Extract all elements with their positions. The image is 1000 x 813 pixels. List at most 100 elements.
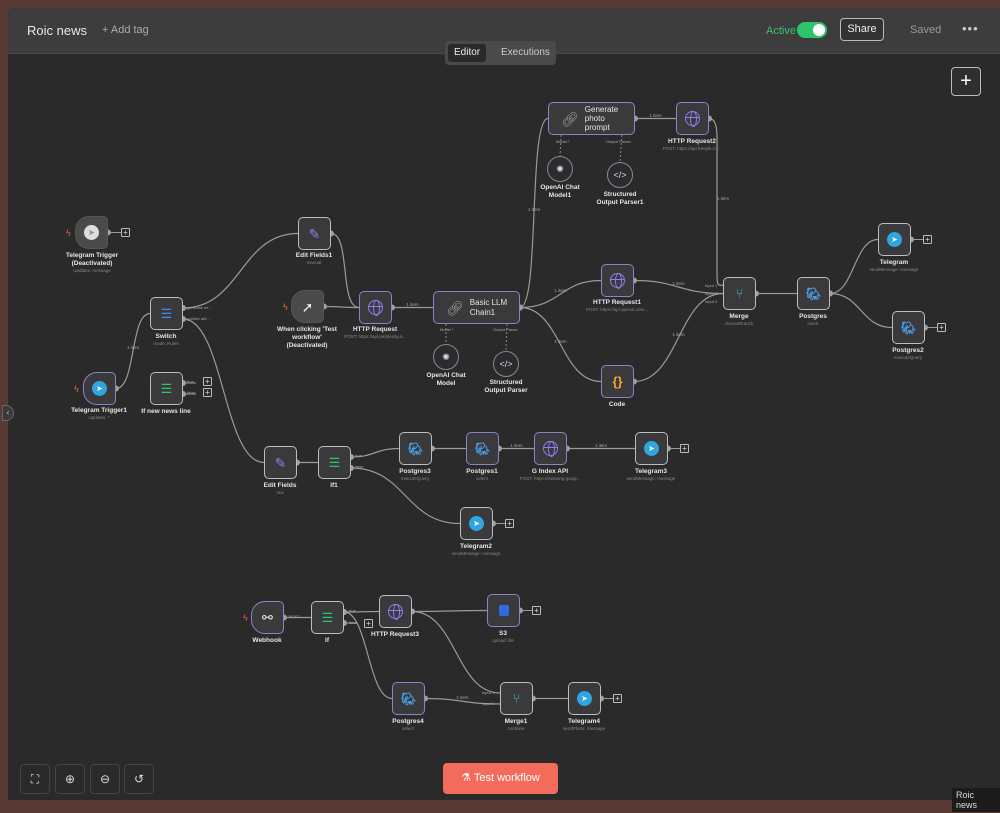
node-if1[interactable]: ☰	[318, 446, 351, 479]
node-postgres[interactable]: 🐘︎	[797, 277, 830, 310]
add-next-node-button[interactable]: +	[532, 606, 541, 615]
node-g-index-api[interactable]	[534, 432, 567, 465]
add-tag-button[interactable]: + Add tag	[102, 24, 149, 36]
node-http-request3[interactable]	[379, 595, 412, 628]
fit-view-button[interactable]: ⛶	[20, 764, 50, 794]
node-postgres1[interactable]: 🐘︎	[466, 432, 499, 465]
port-label: Model *	[440, 327, 454, 332]
node-label: HTTP Request3	[371, 631, 419, 638]
input-label: Input 1	[705, 283, 718, 288]
node-telegram-trigger1[interactable]: ➤	[83, 372, 116, 405]
output-label: true	[187, 379, 194, 384]
add-next-node-button[interactable]: +	[364, 619, 373, 628]
telegram-icon: ➤	[644, 441, 659, 456]
node-openai-chat-model[interactable]: ✺	[433, 344, 459, 370]
zoom-in-button[interactable]: ⊕	[55, 764, 85, 794]
node-telegram2[interactable]: ➤	[460, 507, 493, 540]
node-edit-fields[interactable]: ✎	[264, 446, 297, 479]
tab-editor[interactable]: Editor	[448, 44, 487, 62]
node-code[interactable]: {}	[601, 365, 634, 398]
if-icon: ☰	[328, 455, 341, 470]
node-openai-chat-model1[interactable]: ✺	[547, 156, 573, 182]
node-postgres4[interactable]: 🐘︎	[392, 682, 425, 715]
braces-icon: {}	[612, 374, 623, 389]
telegram-icon: ➤	[577, 691, 592, 706]
output-label: true	[355, 453, 362, 458]
add-next-node-button[interactable]: +	[203, 388, 212, 397]
switch-icon: ☰	[160, 306, 173, 321]
add-next-node-button[interactable]: +	[937, 323, 946, 332]
add-node-button[interactable]: +	[951, 67, 981, 96]
saved-status: Saved	[910, 24, 942, 36]
node-merge[interactable]: ⑂	[723, 277, 756, 310]
node-http-request1[interactable]	[601, 264, 634, 297]
edge-item-count: 1 item	[649, 112, 662, 118]
add-next-node-button[interactable]: +	[505, 519, 514, 528]
node-edit-fields1[interactable]: ✎	[298, 217, 331, 250]
add-next-node-button[interactable]: +	[121, 228, 130, 237]
add-next-node-button[interactable]: +	[680, 444, 689, 453]
node-switch[interactable]: ☰	[150, 297, 183, 330]
tab-executions[interactable]: Executions	[501, 47, 550, 58]
share-button[interactable]: Share	[840, 18, 884, 41]
tooltip: Roic news	[952, 788, 1000, 812]
node-merge1[interactable]: ⑂	[500, 682, 533, 715]
reset-zoom-button[interactable]: ↺	[124, 764, 154, 794]
test-workflow-label: Test workflow	[473, 772, 540, 784]
node-manual-trigger[interactable]: ➚	[291, 290, 324, 323]
openai-icon: ✺	[442, 351, 450, 362]
collapse-sidebar-button[interactable]: ‹	[2, 405, 14, 421]
node-structured-output-parser1[interactable]: </>	[607, 162, 633, 188]
node-http-request[interactable]	[359, 291, 392, 324]
node-label: Telegram Trigger(Deactivated)Updates: me…	[65, 252, 119, 274]
node-postgres3[interactable]: 🐘︎	[399, 432, 432, 465]
node-telegram[interactable]: ➤	[878, 223, 911, 256]
merge-icon: ⑂	[512, 691, 521, 706]
port-label: Output Parser	[606, 139, 631, 144]
output-label: true	[349, 608, 356, 613]
node-label: When clicking 'Test workflow'(Deactivate…	[277, 326, 337, 350]
active-toggle[interactable]	[797, 22, 827, 38]
node-postgres2[interactable]: 🐘︎	[892, 311, 925, 344]
trigger-bolt-icon: ϟ	[74, 384, 79, 394]
node-basic-llm-chain1[interactable]: 🔗︎Basic LLM Chain1	[433, 291, 520, 324]
workflow-title[interactable]: Roic news	[27, 23, 87, 38]
node-structured-output-parser[interactable]: </>	[493, 351, 519, 377]
node-if-new-news-line[interactable]: ☰	[150, 372, 183, 405]
add-next-node-button[interactable]: +	[203, 377, 212, 386]
flask-icon: ⚗	[461, 772, 474, 784]
test-workflow-button[interactable]: ⚗ Test workflow	[443, 763, 558, 794]
node-if[interactable]: ☰	[311, 601, 344, 634]
node-http-request2[interactable]	[676, 102, 709, 135]
node-generate-photo-prompt[interactable]: 🔗︎Generate photo prompt	[548, 102, 635, 135]
node-telegram3[interactable]: ➤	[635, 432, 668, 465]
link-icon: 🔗︎	[561, 110, 579, 127]
postgres-icon: 🐘︎	[900, 320, 917, 335]
node-webhook[interactable]: ⚯	[251, 601, 284, 634]
edge-item-count: 1 item	[672, 281, 685, 286]
more-menu-button[interactable]: •••	[962, 21, 979, 36]
node-s3[interactable]	[487, 594, 520, 627]
add-next-node-button[interactable]: +	[613, 694, 622, 703]
if-icon: ☰	[160, 381, 173, 396]
node-telegram4[interactable]: ➤	[568, 682, 601, 715]
edge-item-count: 1 item	[716, 195, 730, 201]
edge-item-count: 1 item	[672, 331, 685, 337]
node-telegram-trigger[interactable]: ➤	[75, 216, 108, 249]
zoom-out-button[interactable]: ⊖	[90, 764, 120, 794]
trigger-bolt-icon: ϟ	[243, 613, 248, 623]
add-next-node-button[interactable]: +	[923, 235, 932, 244]
edge-item-count: 1 item	[456, 695, 469, 701]
